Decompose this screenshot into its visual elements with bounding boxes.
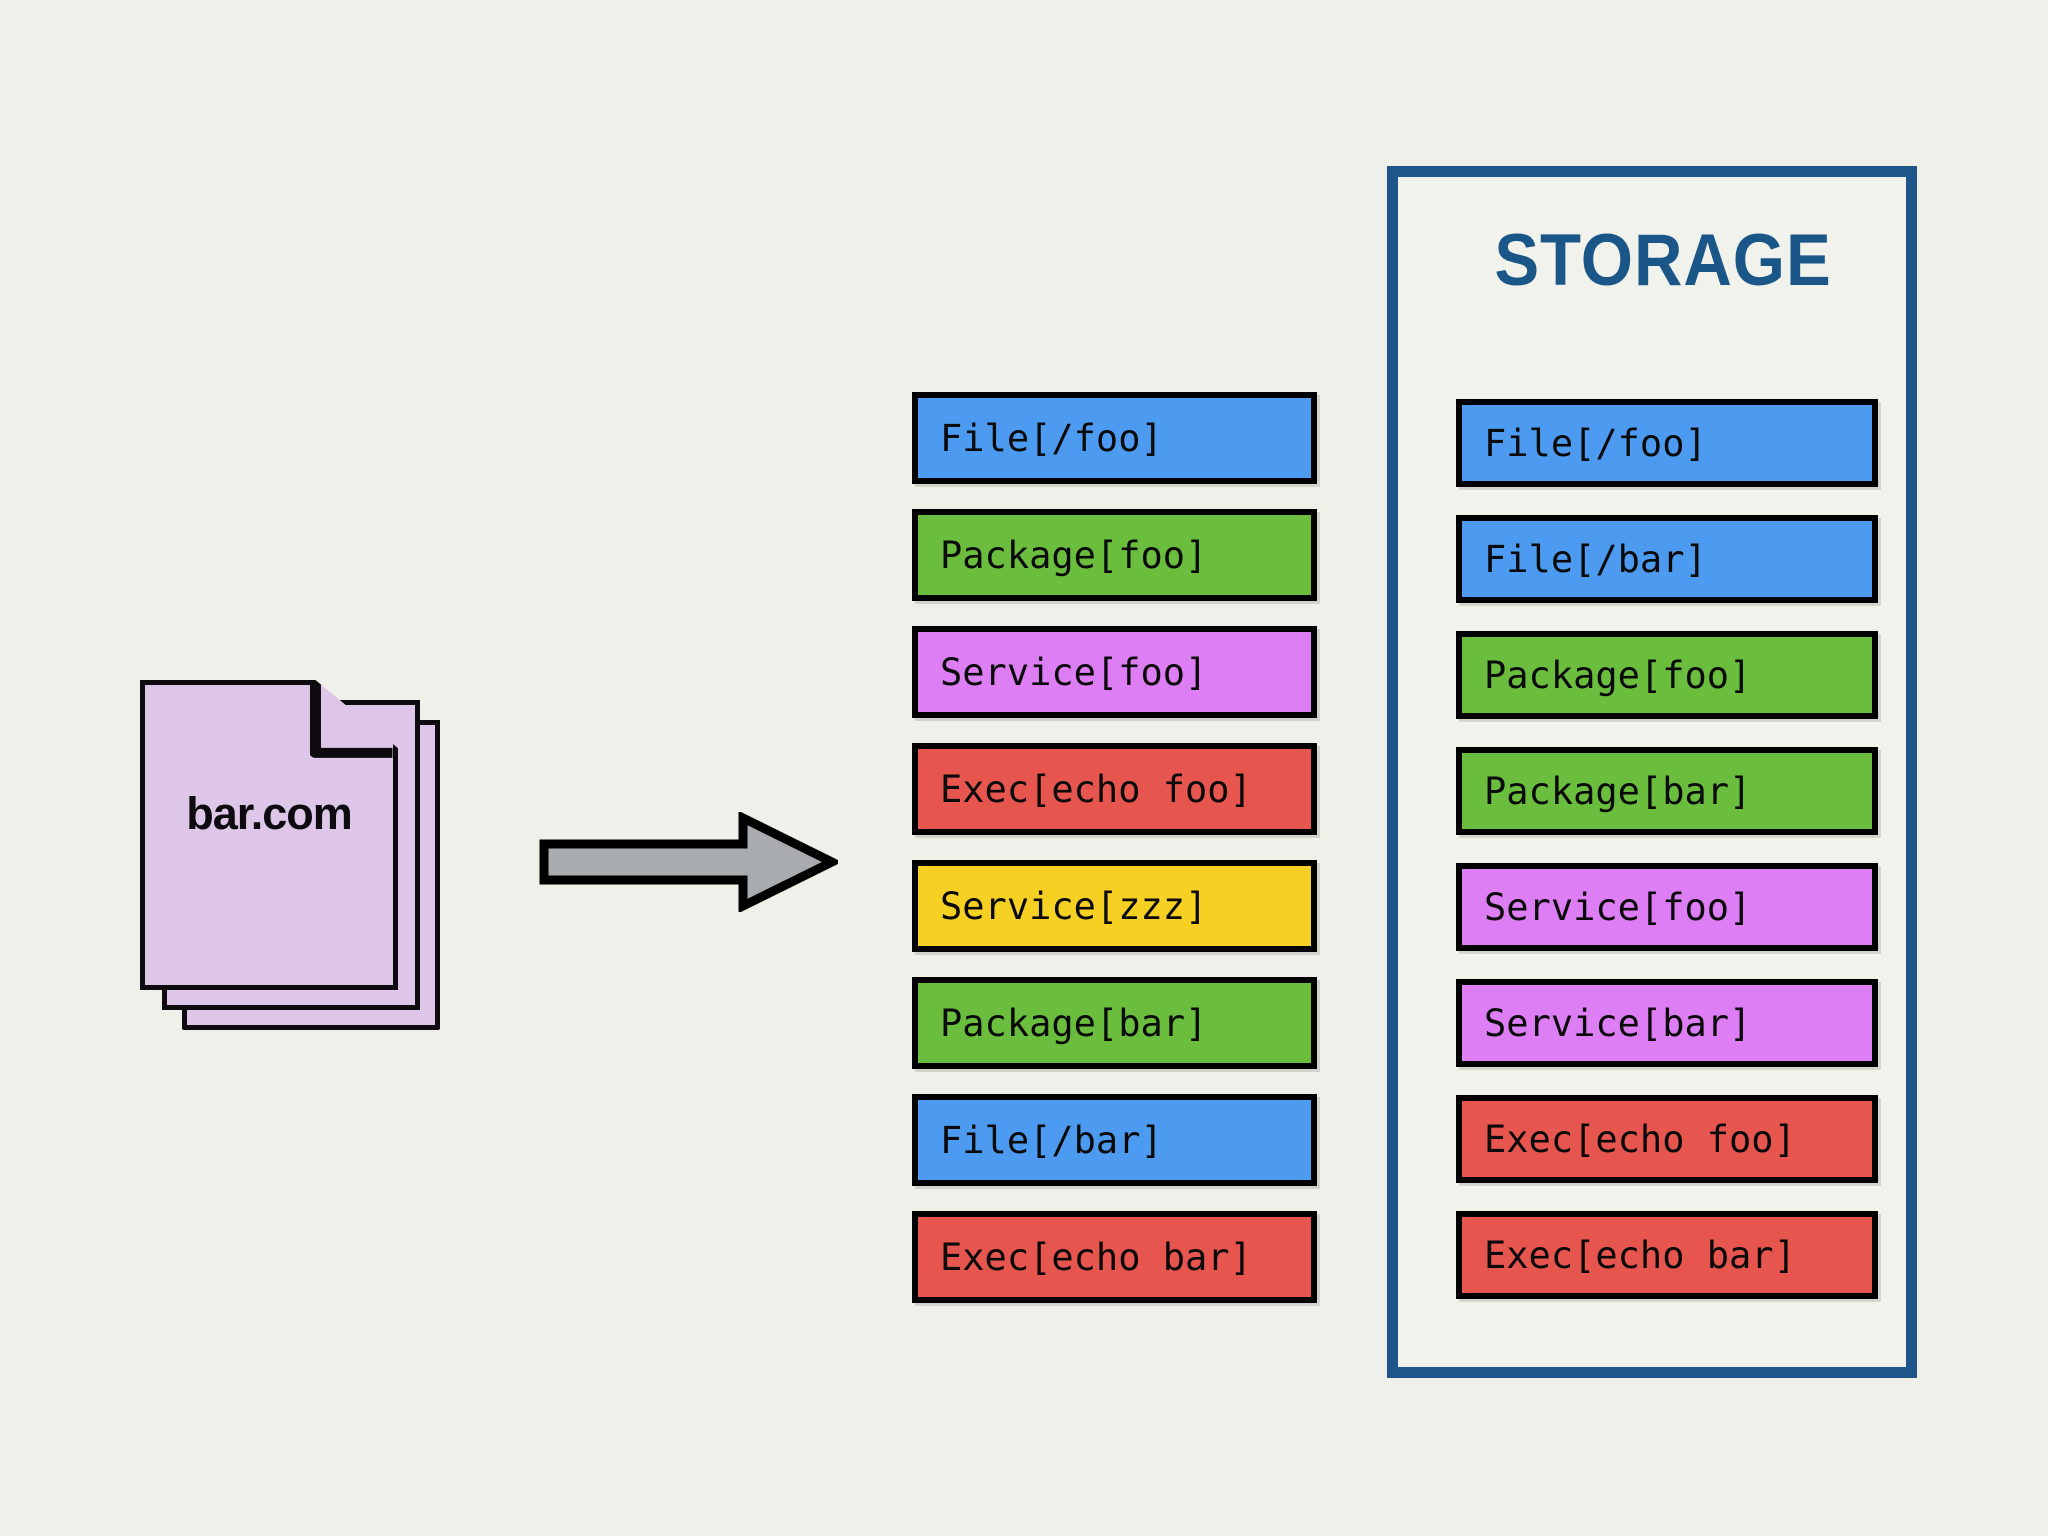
right-arrow-icon	[538, 812, 838, 912]
storage-item-file[interactable]: File[/bar]	[1456, 515, 1878, 603]
resource-label: Package[bar]	[1484, 769, 1752, 813]
catalog-item-file[interactable]: File[/foo]	[912, 392, 1317, 484]
catalog-item-file[interactable]: File[/bar]	[912, 1094, 1317, 1186]
resource-label: Service[foo]	[1484, 885, 1752, 929]
storage-item-package[interactable]: Package[bar]	[1456, 747, 1878, 835]
page-fold-icon	[310, 680, 398, 758]
resource-label: Exec[echo bar]	[940, 1235, 1252, 1279]
source-document-stack: bar.com	[140, 680, 440, 1030]
storage-item-exec[interactable]: Exec[echo bar]	[1456, 1211, 1878, 1299]
resource-label: Exec[echo foo]	[940, 767, 1252, 811]
source-label: bar.com	[186, 788, 353, 839]
storage-item-file[interactable]: File[/foo]	[1456, 399, 1878, 487]
catalog-item-exec[interactable]: Exec[echo bar]	[912, 1211, 1317, 1303]
resource-label: File[/bar]	[940, 1118, 1163, 1162]
resource-label: Service[zzz]	[940, 884, 1208, 928]
resource-label: Exec[echo bar]	[1484, 1233, 1796, 1277]
resource-label: Package[foo]	[940, 533, 1208, 577]
storage-title: STORAGE	[1494, 220, 1832, 301]
storage-item-package[interactable]: Package[foo]	[1456, 631, 1878, 719]
resource-label: Service[foo]	[940, 650, 1208, 694]
resource-label: File[/bar]	[1484, 537, 1707, 581]
storage-item-exec[interactable]: Exec[echo foo]	[1456, 1095, 1878, 1183]
resource-label: Package[foo]	[1484, 653, 1752, 697]
catalog-item-package[interactable]: Package[foo]	[912, 509, 1317, 601]
storage-panel: STORAGE File[/foo] File[/bar] Package[foo]…	[1387, 166, 1917, 1378]
resource-label: File[/foo]	[940, 416, 1163, 460]
catalog-resource-list: File[/foo] Package[foo] Service[foo] Exec[e…	[912, 392, 1317, 1322]
resource-label: Service[bar]	[1484, 1001, 1752, 1045]
storage-item-service[interactable]: Service[foo]	[1456, 863, 1878, 951]
resource-label: Package[bar]	[940, 1001, 1208, 1045]
storage-item-service[interactable]: Service[bar]	[1456, 979, 1878, 1067]
catalog-item-package[interactable]: Package[bar]	[912, 977, 1317, 1069]
resource-label: File[/foo]	[1484, 421, 1707, 465]
storage-resource-list: File[/foo] File[/bar] Package[foo] Package[…	[1456, 399, 1878, 1309]
catalog-item-service_alt[interactable]: Service[zzz]	[912, 860, 1317, 952]
catalog-item-service[interactable]: Service[foo]	[912, 626, 1317, 718]
document-page-front: bar.com	[140, 680, 398, 990]
resource-label: Exec[echo foo]	[1484, 1117, 1796, 1161]
catalog-item-exec[interactable]: Exec[echo foo]	[912, 743, 1317, 835]
